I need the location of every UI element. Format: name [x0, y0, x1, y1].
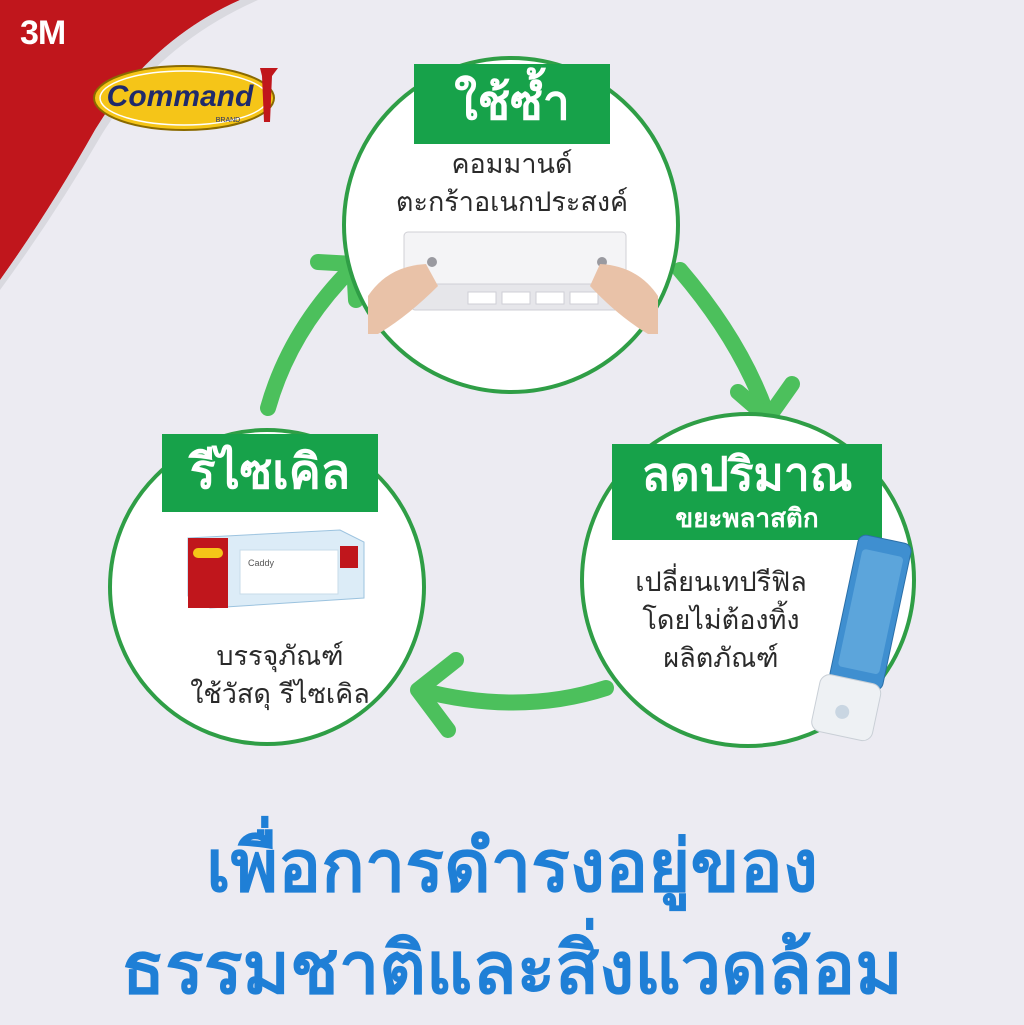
recycle-line-1: บรรจุภัณฑ์ [216, 641, 344, 672]
box-label: Caddy [248, 558, 275, 568]
reduce-description: เปลี่ยนเทปรีฟิล โดยไม่ต้องทิ้ง ผลิตภัณฑ์ [596, 564, 846, 678]
reduce-line-1: เปลี่ยนเทปรีฟิล [635, 567, 807, 598]
reduce-line-2: โดยไม่ต้องทิ้ง [642, 605, 800, 636]
reuse-line-2: ตะกร้าอเนกประสงค์ [395, 187, 629, 218]
caddy-image [368, 231, 658, 334]
brand-banner [0, 0, 258, 290]
svg-text:Command: Command [107, 80, 254, 113]
recycle-tag: รีไซเคิล [162, 434, 378, 512]
command-logo: Command BRAND [93, 65, 278, 131]
packaging-box-image: Caddy [187, 529, 365, 609]
headline-line-1: เพื่อการดำรงอยู่ของ [205, 824, 819, 908]
svg-text:BRAND: BRAND [216, 117, 241, 124]
reduce-line-3: ผลิตภัณฑ์ [663, 643, 779, 674]
reuse-tag: ใช้ซ้ำ [414, 64, 610, 144]
reuse-description: คอมมานด์ ตะกร้าอเนกประสงค์ [356, 146, 668, 222]
reuse-circle [342, 56, 680, 394]
3m-logo: 3M [20, 14, 66, 52]
refill-strip-image [811, 534, 912, 742]
reduce-tag-subtitle: ขยะพลาสติก [675, 504, 819, 534]
recycle-description: บรรจุภัณฑ์ ใช้วัสดุ รีไซเคิล [150, 638, 410, 714]
reduce-tag-title: ลดปริมาณ [641, 447, 853, 501]
recycle-line-2: ใช้วัสดุ รีไซเคิล [190, 679, 370, 710]
headline-line-2: ธรรมชาติและสิ่งแวดล้อม [121, 926, 903, 1010]
reduce-tag: ลดปริมาณ ขยะพลาสติก [612, 444, 882, 540]
reuse-line-1: คอมมานด์ [451, 149, 573, 180]
